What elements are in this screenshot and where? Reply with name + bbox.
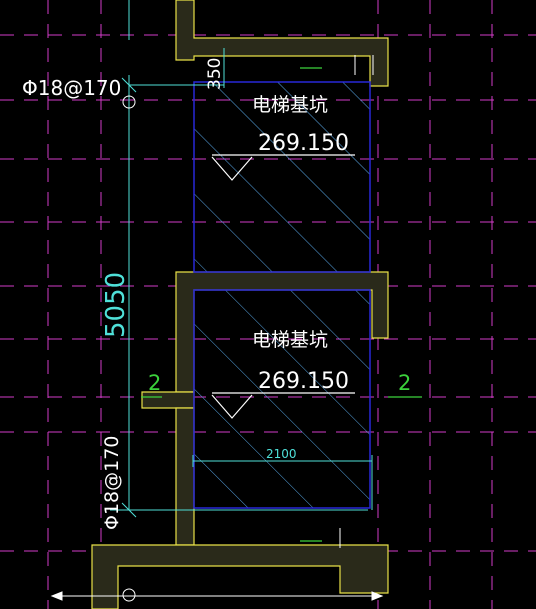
pit-lower-label: 电梯基坑 [252,329,328,351]
dim-width-label: 2100 [266,447,297,461]
elevation-marker-lower [211,392,355,419]
section-label-right: 2 [398,371,411,395]
ticks [339,55,374,548]
pit-lower [193,289,371,509]
wall-lower-left [175,407,195,546]
elevation-marker-upper [211,154,355,181]
section-label-left: 2 [148,371,161,395]
bottom-dimension [50,591,384,601]
walls [91,0,389,609]
wall-bottom [91,544,389,609]
rebar-label-top: Φ18@170 [22,76,121,100]
section-marks [141,67,422,542]
pit-upper [193,81,371,273]
dimension-lines [110,0,373,518]
rebar-label-bottom: Φ18@170 [101,436,123,530]
pit-upper-elevation: 269.150 [258,131,349,156]
pit-upper-label: 电梯基坑 [252,94,328,116]
pit-lower-elevation: 269.150 [258,369,349,394]
dim-top-label: 350 [205,58,225,90]
grid-bubbles [122,95,136,602]
dim-vertical-label: 5050 [101,272,131,338]
